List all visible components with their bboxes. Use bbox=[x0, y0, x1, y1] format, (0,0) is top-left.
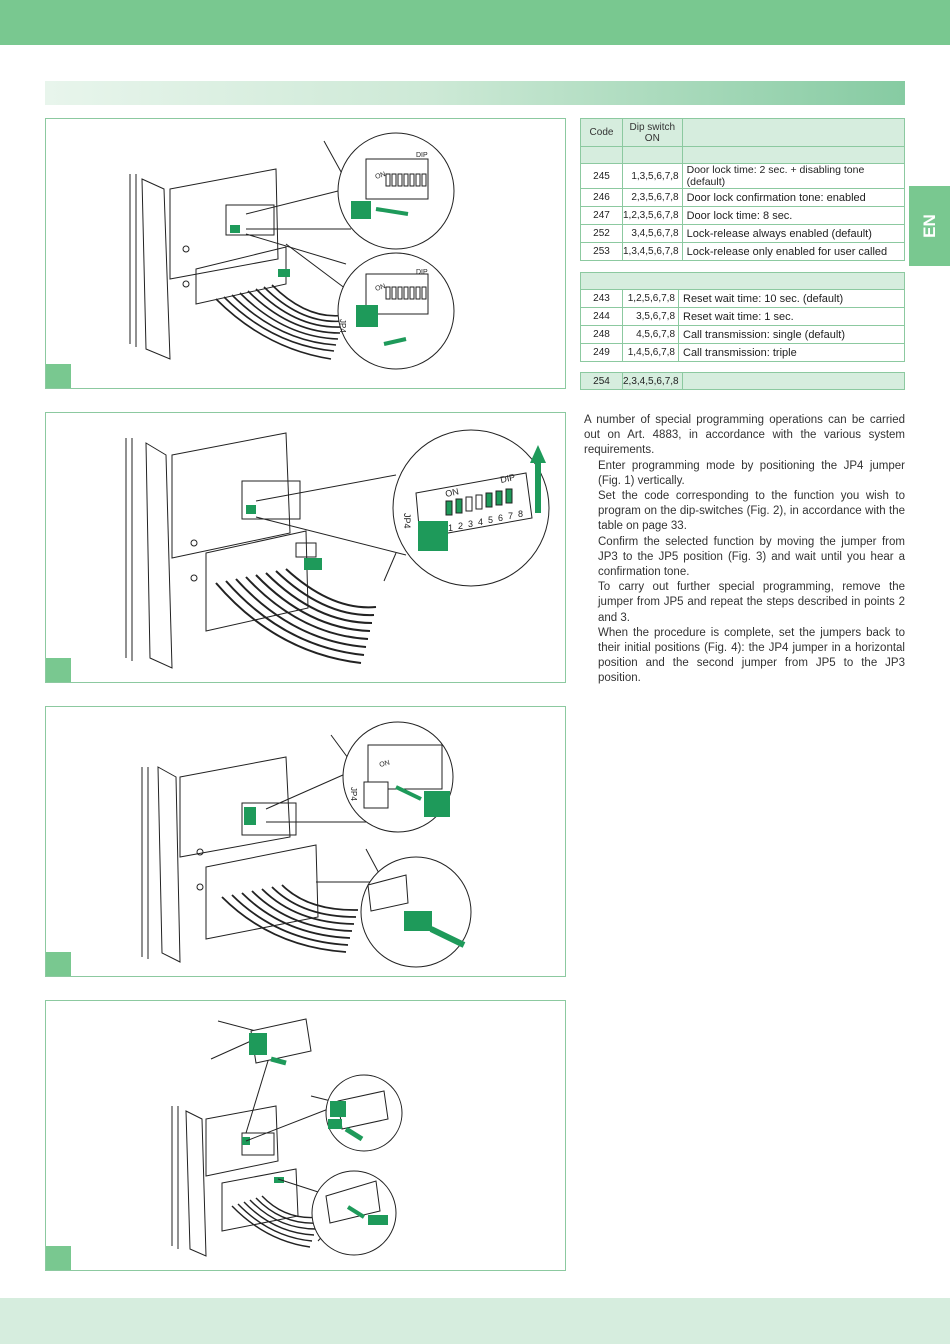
on-label-2: ON bbox=[444, 486, 459, 499]
code-cell: 243 bbox=[580, 289, 623, 308]
jp4-label-3: JP4 bbox=[349, 787, 358, 801]
figure-3-tag bbox=[46, 952, 71, 976]
figure-1-tag bbox=[46, 364, 71, 388]
section-title-bar bbox=[45, 81, 905, 105]
dip-number-6: 6 bbox=[498, 513, 503, 523]
figure-2-tag bbox=[46, 658, 71, 682]
desc-cell: Reset wait time: 10 sec. (default) bbox=[678, 289, 905, 308]
dip-number-3: 3 bbox=[468, 519, 473, 529]
header-dip-line1: Dip switch bbox=[629, 121, 676, 133]
dip-number-8: 8 bbox=[518, 509, 523, 519]
dip-number-2: 2 bbox=[458, 521, 463, 531]
desc-cell bbox=[681, 372, 906, 390]
dip-cell: 1,3,5,6,7,8 bbox=[622, 163, 683, 189]
dip-cell: 1,2,3,5,6,7,8 bbox=[622, 206, 683, 225]
figure-2: ON DIP JP4 1 2 3 4 5 6 7 8 bbox=[45, 412, 566, 683]
on-label-3: ON bbox=[379, 759, 391, 768]
code-cell: 249 bbox=[580, 343, 623, 362]
step-3: Confirm the selected function by moving … bbox=[598, 535, 905, 579]
code-cell: 245 bbox=[580, 163, 623, 189]
dip-cell: 1,4,5,6,7,8 bbox=[622, 343, 679, 362]
dip-cell: 1,3,4,5,6,7,8 bbox=[622, 242, 683, 261]
language-tab[interactable]: EN bbox=[909, 186, 950, 266]
figure-3: ON JP4 bbox=[45, 706, 566, 977]
instructions-text: A number of special programming operatio… bbox=[584, 413, 905, 687]
header-band bbox=[0, 0, 950, 45]
figure-3-drawing: ON JP4 bbox=[141, 721, 472, 968]
jp4-label-2: JP4 bbox=[402, 513, 412, 529]
figure-4-drawing bbox=[171, 1018, 403, 1257]
dip-cell: 2,3,5,6,7,8 bbox=[622, 188, 683, 207]
dip-label-1a: DIP bbox=[416, 152, 428, 159]
dip-cell: 3,5,6,7,8 bbox=[622, 307, 679, 326]
intro-paragraph: A number of special programming operatio… bbox=[584, 414, 905, 457]
dip-cell: 3,4,5,6,7,8 bbox=[622, 224, 683, 243]
code-cell: 247 bbox=[580, 206, 623, 225]
language-label: EN bbox=[919, 214, 939, 238]
dip-number-4: 4 bbox=[478, 517, 483, 527]
figure-4 bbox=[45, 1000, 566, 1271]
jp4-label-1: JP4 bbox=[338, 319, 347, 333]
desc-cell: Reset wait time: 1 sec. bbox=[678, 307, 905, 326]
desc-cell: Lock-release always enabled (default) bbox=[681, 224, 906, 243]
step-2: Set the code corresponding to the functi… bbox=[598, 490, 905, 533]
dip-number-5: 5 bbox=[488, 515, 493, 525]
code-cell: 252 bbox=[580, 224, 623, 243]
dip-number-7: 7 bbox=[508, 511, 513, 521]
header-function bbox=[681, 118, 906, 147]
footer-band bbox=[0, 1298, 950, 1344]
figure-4-tag bbox=[46, 1246, 71, 1270]
dip-label-2: DIP bbox=[499, 472, 516, 485]
code-cell: 246 bbox=[580, 188, 623, 207]
on-label-1b: ON bbox=[374, 283, 386, 293]
desc-cell: Door lock time: 8 sec. bbox=[681, 206, 906, 225]
figure-1: ON DIP ON DIP JP4 bbox=[45, 118, 566, 389]
step-1: Enter programming mode by positioning th… bbox=[598, 459, 905, 487]
dip-cell: 1,2,5,6,7,8 bbox=[622, 289, 679, 308]
code-cell: 248 bbox=[580, 325, 623, 344]
header-dip-line2: ON bbox=[644, 132, 660, 144]
code-cell: 244 bbox=[580, 307, 623, 326]
desc-cell: Call transmission: triple bbox=[678, 343, 905, 362]
table2-band-row bbox=[580, 272, 905, 290]
dip-cell: 4,5,6,7,8 bbox=[622, 325, 679, 344]
code-cell: 253 bbox=[580, 242, 623, 261]
desc-cell: Lock-release only enabled for user calle… bbox=[681, 242, 906, 261]
table1-band-row bbox=[580, 146, 906, 164]
dip-number-1: 1 bbox=[448, 523, 453, 533]
dip-label-1b: DIP bbox=[416, 269, 428, 276]
desc-cell: Door lock confirmation tone: enabled bbox=[681, 188, 906, 207]
figure-1-drawing: ON DIP ON DIP JP4 bbox=[129, 132, 455, 370]
header-code: Code bbox=[580, 118, 623, 147]
desc-cell: Call transmission: single (default) bbox=[678, 325, 905, 344]
on-label-1a: ON bbox=[374, 171, 386, 181]
figure-2-drawing: ON DIP JP4 1 2 3 4 5 6 7 8 bbox=[125, 429, 550, 669]
dip-cell: 2,3,4,5,6,7,8 bbox=[622, 372, 683, 390]
step-4: To carry out further special programming… bbox=[598, 581, 905, 624]
desc-cell: Door lock time: 2 sec. + disabling tone … bbox=[681, 163, 906, 189]
step-5: When the procedure is complete, set the … bbox=[598, 626, 905, 685]
code-cell: 254 bbox=[580, 372, 623, 390]
